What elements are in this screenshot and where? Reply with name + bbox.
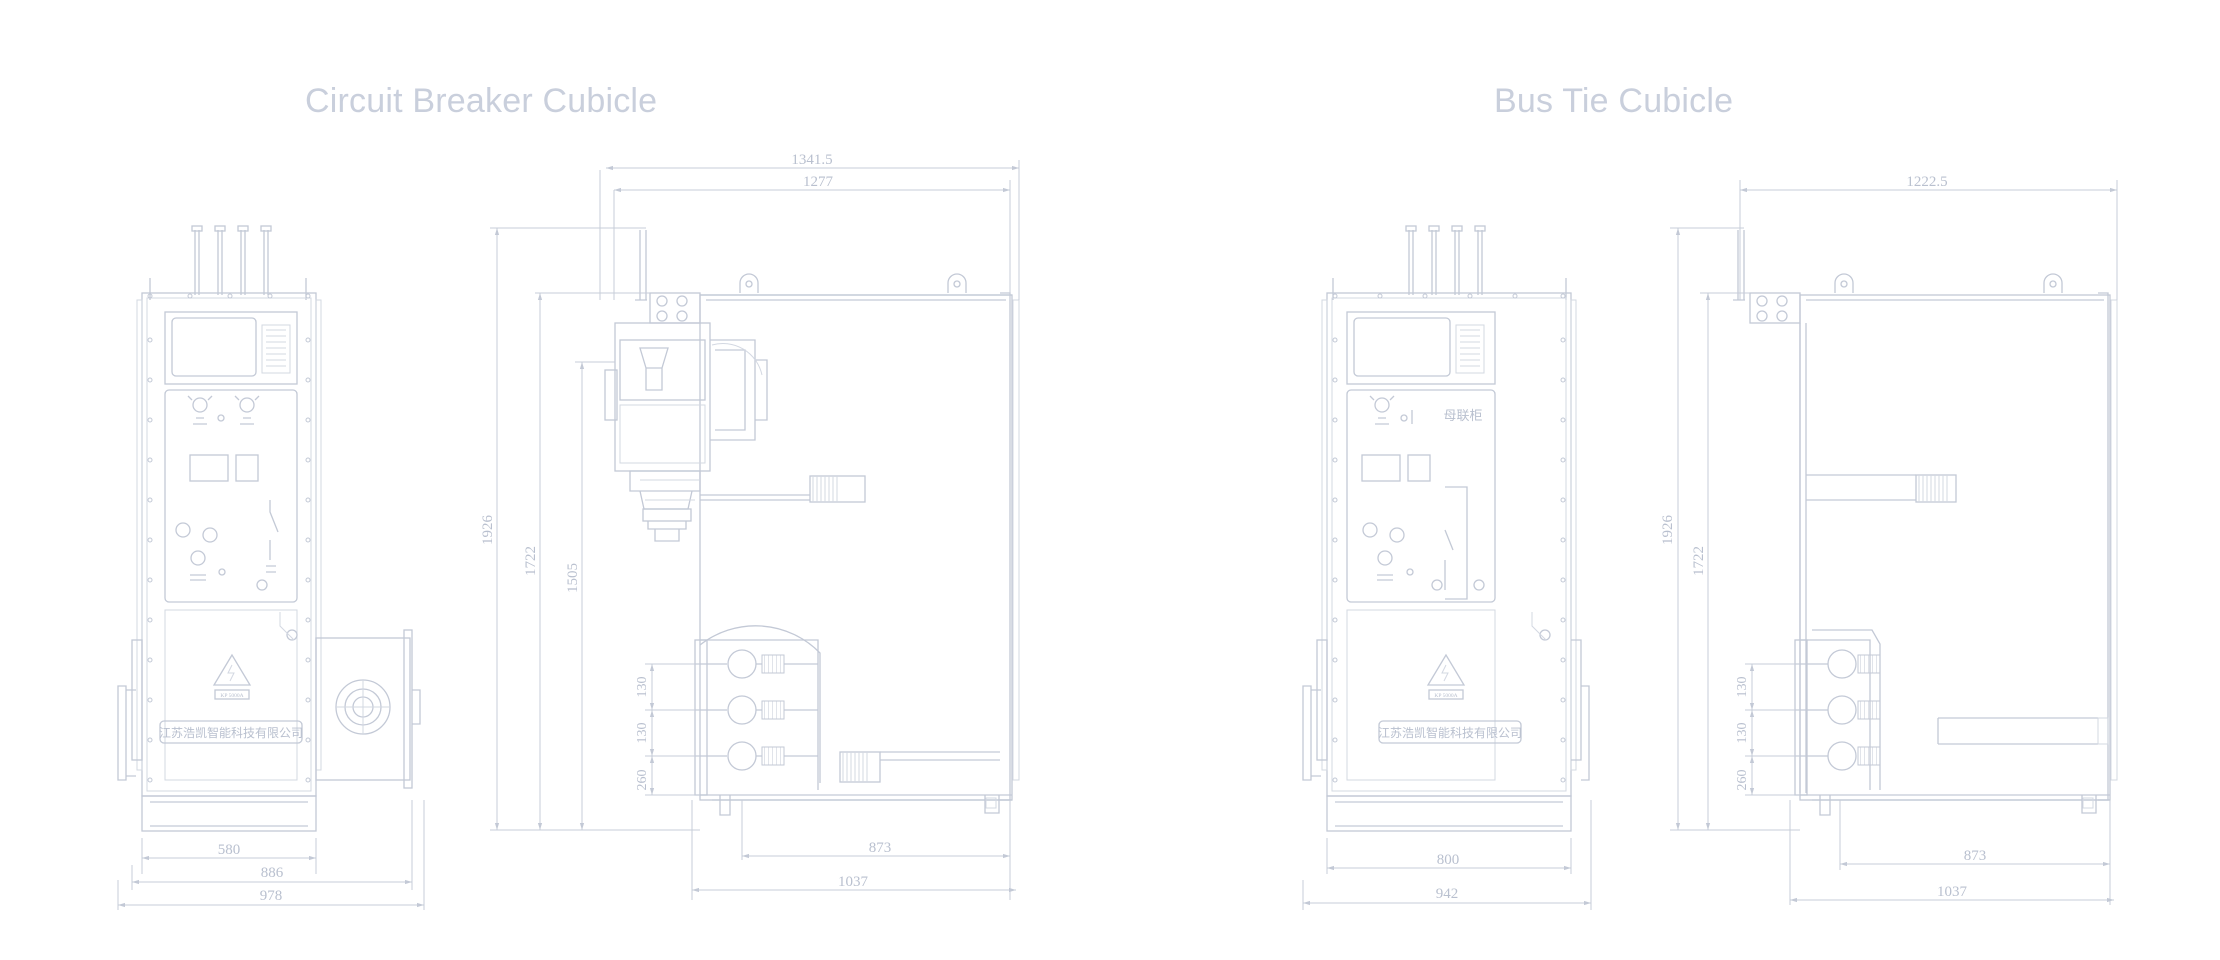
bt-front-view: 母联柜 KP 5000A 江苏浩凯智能科技有限公司 xyxy=(1302,225,1592,910)
dim-bt-130-b: 130 xyxy=(1735,723,1750,744)
dim-bt-800: 800 xyxy=(1437,852,1460,868)
dim-bt-1926: 1926 xyxy=(1660,515,1676,546)
bt-warning-plate-text: KP 5000A xyxy=(1434,693,1457,699)
bus-tie-cubicle-title: Bus Tie Cubicle xyxy=(1494,82,1734,120)
dim-cb-580: 580 xyxy=(218,842,241,858)
dim-bt-1722: 1722 xyxy=(1691,546,1707,576)
bt-side-view: 1222.5 1926 1722 130 130 260 873 1037 xyxy=(1660,174,2118,905)
dim-bt-942: 942 xyxy=(1436,886,1459,902)
dim-bt-260: 260 xyxy=(1735,770,1750,791)
circuit-breaker-cubicle-title: Circuit Breaker Cubicle xyxy=(305,82,658,120)
dim-bt-130-a: 130 xyxy=(1735,677,1750,698)
cb-front-view: KP 5000A 江苏浩凯智能科技有限公司 580 886 xyxy=(117,225,425,910)
dim-cb-978: 978 xyxy=(260,888,283,904)
dim-cb-130-a: 130 xyxy=(635,677,650,698)
dim-cb-873: 873 xyxy=(869,840,892,856)
dim-cb-1341-5: 1341.5 xyxy=(791,152,832,168)
dim-bt-1037: 1037 xyxy=(1937,884,1968,900)
cb-company-name-text: 江苏浩凯智能科技有限公司 xyxy=(159,725,303,740)
dim-cb-886: 886 xyxy=(261,865,284,881)
dim-cb-1926: 1926 xyxy=(480,515,496,546)
dim-bt-1222-5: 1222.5 xyxy=(1906,174,1947,190)
dim-cb-130-b: 130 xyxy=(635,723,650,744)
bt-label-text: 母联柜 xyxy=(1443,409,1482,424)
cb-warning-plate-text: KP 5000A xyxy=(220,693,243,699)
cb-side-view: 1341.5 1277 1926 1722 1505 130 130 260 8… xyxy=(480,152,1020,900)
dim-cb-1037: 1037 xyxy=(838,874,869,890)
dim-cb-1505: 1505 xyxy=(565,563,581,593)
dim-cb-1277: 1277 xyxy=(803,174,834,190)
bt-company-name-text: 江苏浩凯智能科技有限公司 xyxy=(1378,725,1522,740)
dim-cb-260: 260 xyxy=(635,770,650,791)
dim-bt-873: 873 xyxy=(1964,848,1987,864)
dim-cb-1722: 1722 xyxy=(523,546,539,576)
